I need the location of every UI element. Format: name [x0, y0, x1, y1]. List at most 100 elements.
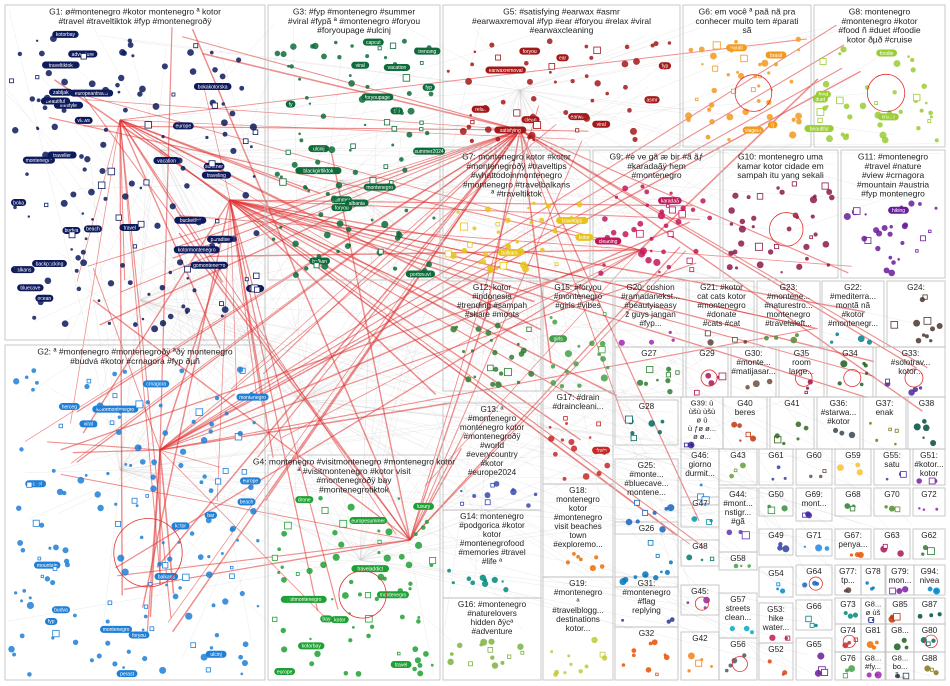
group-label-g14: kotor — [483, 530, 501, 539]
vertex — [882, 225, 888, 231]
vertex — [929, 613, 933, 617]
vertex-label: foryoupage — [365, 95, 390, 101]
vertex — [875, 641, 879, 645]
vertex — [465, 78, 472, 85]
vertex — [753, 380, 760, 387]
vertex — [668, 41, 671, 44]
group-label-g26: G26 — [639, 524, 655, 533]
vertex — [633, 58, 640, 65]
vertex — [782, 442, 785, 445]
vertex — [526, 503, 531, 508]
vertex — [447, 659, 453, 665]
vertex — [173, 594, 179, 600]
vertex — [658, 430, 662, 434]
vertex — [570, 216, 573, 219]
vertex — [670, 617, 675, 622]
vertex — [181, 304, 185, 308]
vertex-square — [36, 76, 39, 79]
vertex — [96, 403, 103, 410]
vertex-square — [280, 179, 286, 185]
vertex — [730, 222, 734, 226]
vertex — [236, 57, 241, 62]
vertex — [734, 564, 739, 569]
group-label-g19: kotor... — [566, 624, 591, 633]
vertex-square — [643, 511, 648, 516]
group-label-g47: G47 — [692, 499, 708, 508]
vertex — [637, 380, 643, 386]
vertex — [186, 277, 189, 280]
vertex — [399, 554, 405, 560]
vertex — [775, 433, 780, 438]
vertex — [482, 581, 488, 587]
vertex — [929, 339, 932, 342]
vertex-square — [378, 249, 383, 254]
vertex — [567, 654, 570, 657]
vertex-label: boka — [13, 200, 24, 206]
vertex — [377, 529, 380, 532]
vertex — [814, 624, 817, 627]
vertex — [106, 472, 109, 475]
vertex — [318, 496, 323, 501]
background-edge — [300, 400, 815, 675]
vertex-square — [390, 181, 393, 184]
vertex — [277, 547, 281, 551]
vertex-label: travel — [124, 225, 136, 231]
vertex — [632, 137, 637, 142]
vertex — [777, 465, 781, 469]
vertex — [897, 258, 900, 261]
vertex-label: montenegro — [380, 593, 407, 599]
vertex — [637, 221, 643, 227]
group-label-g49: G49 — [768, 531, 784, 540]
vertex — [707, 216, 712, 221]
group-label-g18: G18: — [569, 486, 587, 495]
vertex — [82, 212, 85, 215]
vertex — [528, 132, 535, 139]
group-label-g7: ª #traveltiktok — [491, 189, 543, 199]
vertex — [147, 293, 150, 296]
vertex — [83, 167, 87, 171]
vertex — [249, 392, 254, 397]
vertex — [202, 474, 206, 478]
vertex — [27, 672, 32, 677]
vertex — [658, 212, 665, 219]
vertex — [485, 126, 492, 133]
vertex — [709, 102, 715, 108]
vertex — [170, 203, 176, 209]
vertex-label: portonovi — [410, 272, 431, 278]
group-label-g20: ž guys jangan — [625, 310, 676, 319]
vertex — [774, 336, 778, 340]
group-label-g44: #mont... — [723, 499, 753, 508]
vertex — [281, 646, 287, 652]
vertex-square — [837, 97, 844, 104]
vertex-square — [777, 583, 780, 586]
vertex — [489, 42, 494, 47]
vertex — [744, 626, 750, 632]
vertex — [205, 136, 208, 139]
vertex — [395, 235, 401, 241]
vertex — [576, 555, 580, 559]
vertex — [710, 53, 717, 60]
hub-ring — [844, 369, 861, 386]
vertex — [142, 656, 147, 661]
vertex — [656, 379, 659, 382]
vertex — [652, 639, 658, 645]
vertex — [705, 373, 711, 379]
vertex — [495, 381, 501, 387]
vertex — [805, 257, 809, 261]
vertex-label: europe — [243, 479, 259, 485]
vertex-square — [930, 668, 933, 671]
vertex-square — [285, 522, 292, 529]
vertex — [517, 343, 520, 346]
vertex — [209, 422, 214, 427]
vertex — [299, 138, 303, 142]
vertex — [287, 65, 290, 68]
vertex — [338, 542, 344, 548]
vertex-label: kotor — [175, 524, 186, 530]
group-label-g22: G22: — [844, 283, 862, 292]
group-label-g64: G64 — [806, 567, 822, 576]
vertex — [767, 114, 773, 120]
vertex — [574, 361, 579, 366]
vertex — [872, 586, 875, 589]
vertex — [413, 505, 417, 509]
vertex — [218, 265, 222, 269]
